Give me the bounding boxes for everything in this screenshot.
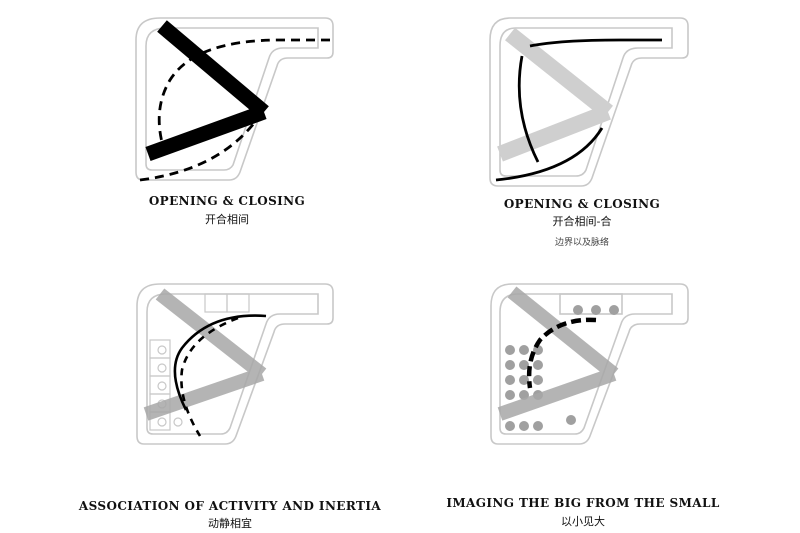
black-folding-bars	[145, 20, 269, 162]
solid-arc-boundary	[495, 38, 662, 182]
site-outline	[135, 17, 334, 181]
caption-subtitle-2: 开合相间-合	[552, 215, 612, 228]
diagram-opening-closing-closed	[489, 17, 689, 187]
caption-subtitle-3: 动静相宜	[208, 517, 252, 530]
caption-title-4: IMAGING THE BIG FROM THE SMALL	[446, 496, 720, 510]
caption-title-2: OPENING & CLOSING	[503, 197, 661, 211]
grey-folding-bars	[143, 288, 267, 421]
caption-subtitle-1: 开合相间	[205, 213, 249, 226]
grey-folding-bars	[497, 286, 619, 421]
dashed-arc-boundary	[526, 317, 597, 389]
site-outline	[490, 283, 689, 445]
site-outline	[489, 17, 689, 187]
caption-note-2: 边界以及脉络	[554, 238, 609, 248]
diagram-activity-inertia	[136, 283, 334, 445]
grey-folding-bars	[497, 27, 613, 162]
diagram-big-from-small	[490, 283, 689, 445]
seating-blocks	[149, 293, 250, 431]
arc-boundary	[173, 314, 267, 437]
caption-subtitle-4: 以小见大	[561, 515, 605, 528]
diagram-opening-closing	[135, 17, 334, 182]
caption-title-3: ASSOCIATION OF ACTIVITY AND INERTIA	[78, 499, 382, 513]
caption-title-1: OPENING & CLOSING	[148, 194, 306, 208]
site-outline	[136, 283, 334, 445]
dashed-arc-boundary	[139, 38, 330, 182]
